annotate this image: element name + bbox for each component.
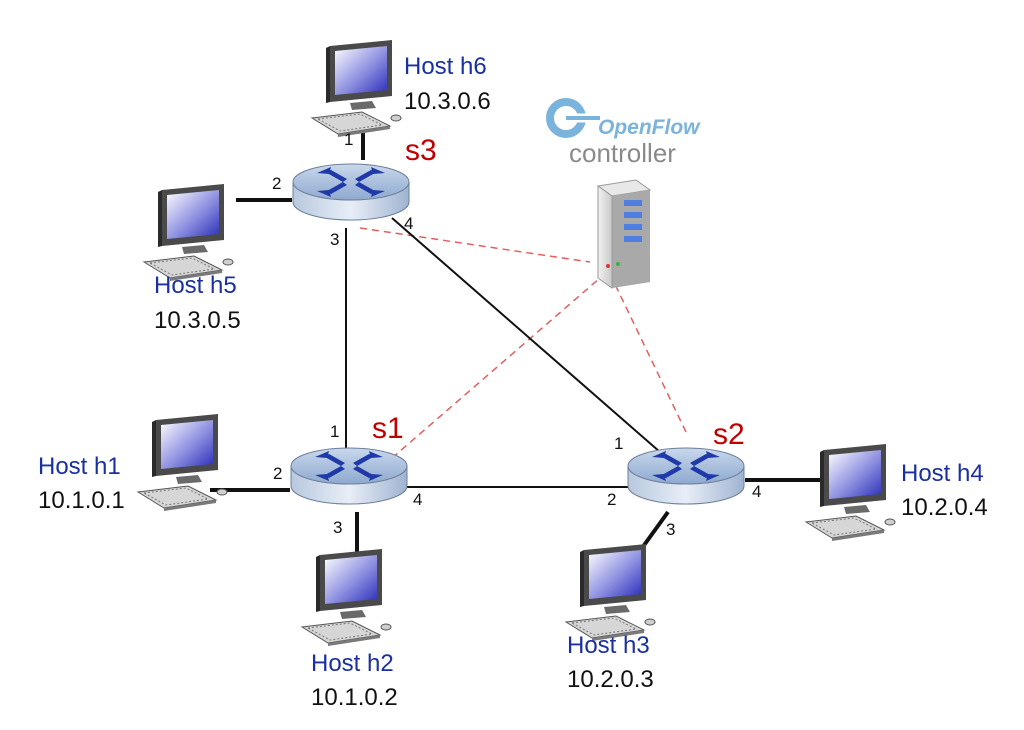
switch-s3-router-icon[interactable] [292,163,410,221]
controller-label: controller [569,138,676,168]
switch-s3-label: s3 [405,134,437,167]
s2-port-4: 4 [752,482,762,501]
openflow-logo-icon [546,98,604,138]
s3-port-4: 4 [404,214,414,233]
host-h4-name: Host h4 [901,460,984,487]
switch-s1-router-icon[interactable] [290,447,408,505]
s3-port-1: 1 [344,130,354,149]
host-h1-ip: 10.1.0.1 [38,487,125,514]
control-link-s1 [391,277,601,459]
host-h3-desktop-computer-icon[interactable] [565,543,656,642]
host-h6-name: Host h6 [404,53,487,80]
switch-s1-label: s1 [372,412,404,445]
host-h6-desktop-computer-icon[interactable] [311,39,402,138]
controller-server-icon[interactable] [596,179,652,289]
host-h5-desktop-computer-icon[interactable] [143,183,234,282]
host-h2-ip: 10.1.0.2 [311,684,398,711]
control-link-s3 [359,227,591,263]
s1-port-3: 3 [333,518,343,537]
host-h5-name: Host h5 [154,272,237,299]
host-h3-ip: 10.2.0.3 [567,666,654,693]
data-links [345,217,661,488]
s1-port-1: 1 [330,422,340,441]
switch-s2-router-icon[interactable] [627,447,745,505]
host-h6-ip: 10.3.0.6 [404,88,491,115]
host-h5-ip: 10.3.0.5 [154,307,241,334]
s1-port-4: 4 [413,490,423,509]
control-link-s2 [611,277,687,433]
host-h4-ip: 10.2.0.4 [901,494,988,521]
s1-port-2: 2 [273,464,283,483]
link-h3-s2 [640,510,670,550]
host-h1-desktop-computer-icon[interactable] [137,413,228,512]
control-links [359,227,687,459]
s2-port-2: 2 [607,490,617,509]
s2-port-1: 1 [614,434,624,453]
host-h1-name: Host h1 [38,453,121,480]
s2-port-3: 3 [666,520,676,539]
host-h3-name: Host h3 [567,632,650,659]
host-h2-desktop-computer-icon[interactable] [301,548,392,647]
host-h2-name: Host h2 [311,650,394,677]
link-s3-s2 [391,217,661,453]
openflow-brand: OpenFlow [598,116,700,139]
s3-port-3: 3 [330,230,340,249]
host-h4-desktop-computer-icon[interactable] [805,443,896,542]
s3-port-2: 2 [272,174,282,193]
switch-s2-label: s2 [713,418,745,451]
